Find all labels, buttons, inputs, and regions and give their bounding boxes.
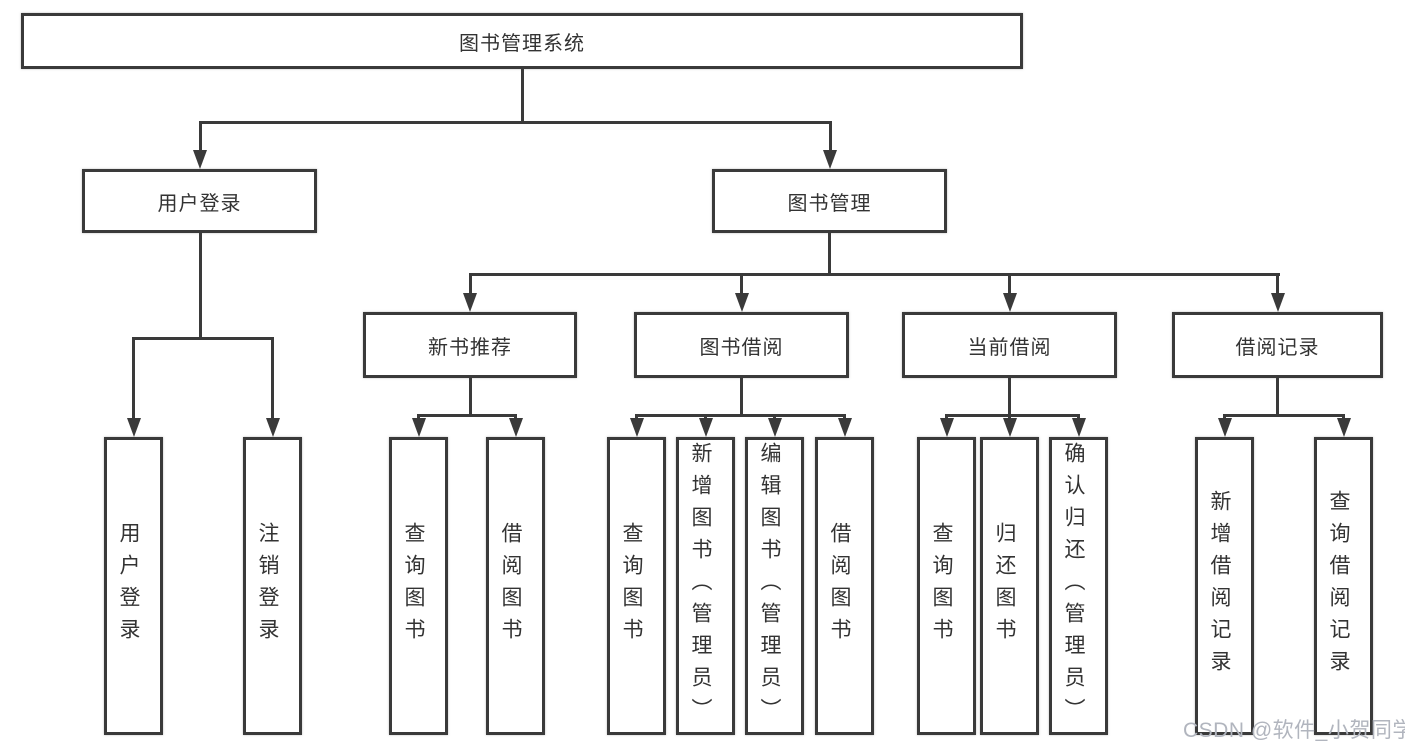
leaf-edit-books-admin: 编辑图书（管理员） <box>745 437 804 735</box>
connector-records-drop-1 <box>1223 414 1226 419</box>
leaf-logout-label: 注销登录 <box>256 522 279 650</box>
connector-borrowing-drop-1 <box>635 414 638 419</box>
arrowhead-book-management <box>823 150 837 169</box>
connector-mgmt-drop-3 <box>1008 273 1011 293</box>
arrowhead-borrow-books <box>837 418 852 437</box>
node-root: 图书管理系统 <box>21 13 1023 69</box>
connector-root-left-drop <box>198 121 202 150</box>
connector-current-drop-1 <box>945 414 948 419</box>
leaf-borrow-books: 借阅图书 <box>815 437 874 735</box>
arrowhead-edit-books-admin <box>767 418 782 437</box>
connector-user-drop-2 <box>271 337 274 418</box>
arrowhead-query-borrowing-record <box>1336 418 1351 437</box>
connector-mgmt-stem <box>828 233 831 273</box>
leaf-add-borrowing-record-label: 新增借阅记录 <box>1208 490 1231 682</box>
connector-current-drop-3 <box>1077 414 1080 419</box>
arrowhead-confirm-return-admin <box>1071 418 1086 437</box>
connector-recommend-drop-2 <box>514 414 517 419</box>
connector-records-stem <box>1276 378 1279 414</box>
leaf-confirm-return-admin: 确认归还（管理员） <box>1049 437 1108 735</box>
node-user-login: 用户登录 <box>82 169 317 233</box>
node-user-login-label: 用户登录 <box>157 192 242 215</box>
leaf-query-books-borrowing: 查询图书 <box>607 437 666 735</box>
arrowhead-leaf-user-login <box>126 418 141 437</box>
arrowhead-current-borrowing <box>1002 293 1017 312</box>
leaf-edit-books-admin-label: 编辑图书（管理员） <box>758 442 781 730</box>
arrowhead-add-borrowing-record <box>1217 418 1232 437</box>
leaf-add-borrowing-record: 新增借阅记录 <box>1195 437 1254 735</box>
connector-current-drop-2 <box>1008 414 1011 419</box>
connector-recommend-bar <box>417 414 517 417</box>
connector-borrowing-drop-4 <box>843 414 846 419</box>
leaf-query-books-current-label: 查询图书 <box>930 522 953 650</box>
arrowhead-leaf-logout <box>265 418 280 437</box>
connector-borrowing-drop-2 <box>704 414 707 419</box>
leaf-query-borrowing-record: 查询借阅记录 <box>1314 437 1373 735</box>
node-root-label: 图书管理系统 <box>459 32 585 55</box>
leaf-borrow-books-recommend-label: 借阅图书 <box>499 522 522 650</box>
node-current-borrowing-label: 当前借阅 <box>967 336 1052 359</box>
connector-mgmt-drop-1 <box>468 273 472 293</box>
connector-current-stem <box>1008 378 1011 414</box>
connector-recommend-stem <box>468 378 472 414</box>
leaf-user-login-label: 用户登录 <box>117 522 140 650</box>
connector-user-stem <box>198 233 202 337</box>
leaf-add-books-admin-label: 新增图书（管理员） <box>689 442 712 730</box>
connector-user-bar <box>132 337 274 340</box>
connector-borrowing-bar <box>635 414 846 417</box>
node-book-management: 图书管理 <box>712 169 947 233</box>
arrowhead-new-book-recommend <box>463 293 477 312</box>
connector-user-drop-1 <box>132 337 135 418</box>
csdn-watermark: CSDN @软件_小贺同学 <box>1183 719 1405 742</box>
node-current-borrowing: 当前借阅 <box>902 312 1117 378</box>
node-new-book-recommend-label: 新书推荐 <box>428 336 512 359</box>
leaf-query-books-current: 查询图书 <box>917 437 976 735</box>
leaf-return-books: 归还图书 <box>980 437 1039 735</box>
connector-borrowing-drop-3 <box>773 414 776 419</box>
leaf-borrow-books-label: 借阅图书 <box>828 522 851 650</box>
arrowhead-book-borrowing <box>734 293 749 312</box>
connector-mgmt-bar <box>468 273 1280 276</box>
arrowhead-user-login <box>193 150 207 169</box>
connector-borrowing-stem <box>740 378 743 414</box>
arrowhead-return-books <box>1002 418 1017 437</box>
node-book-borrowing-label: 图书借阅 <box>699 336 784 359</box>
node-book-management-label: 图书管理 <box>787 192 872 215</box>
leaf-logout: 注销登录 <box>243 437 302 735</box>
leaf-query-books-recommend-label: 查询图书 <box>402 522 425 650</box>
node-borrowing-records-label: 借阅记录 <box>1235 336 1320 359</box>
arrowhead-query-books-recommend <box>411 418 426 437</box>
connector-root-bar <box>198 121 832 124</box>
leaf-query-borrowing-record-label: 查询借阅记录 <box>1327 490 1350 682</box>
connector-recommend-drop-1 <box>417 414 420 419</box>
arrowhead-query-books-borrowing <box>629 418 644 437</box>
connector-current-bar <box>945 414 1080 417</box>
node-new-book-recommend: 新书推荐 <box>363 312 577 378</box>
leaf-borrow-books-recommend: 借阅图书 <box>486 437 545 735</box>
connector-records-drop-2 <box>1342 414 1345 419</box>
connector-root-right-drop <box>828 121 832 150</box>
arrowhead-query-books-current <box>939 418 954 437</box>
leaf-confirm-return-admin-label: 确认归还（管理员） <box>1062 442 1085 730</box>
leaf-user-login: 用户登录 <box>104 437 163 735</box>
arrowhead-add-books-admin <box>698 418 713 437</box>
arrowhead-borrow-books-recommend <box>508 418 523 437</box>
leaf-add-books-admin: 新增图书（管理员） <box>676 437 735 735</box>
connector-root-stem <box>520 69 524 121</box>
connector-mgmt-drop-4 <box>1276 273 1279 293</box>
leaf-return-books-label: 归还图书 <box>993 522 1016 650</box>
connector-mgmt-drop-2 <box>740 273 743 293</box>
leaf-query-books-recommend: 查询图书 <box>389 437 448 735</box>
leaf-query-books-borrowing-label: 查询图书 <box>620 522 643 650</box>
arrowhead-borrowing-records <box>1270 293 1285 312</box>
connector-records-bar <box>1223 414 1345 417</box>
node-borrowing-records: 借阅记录 <box>1172 312 1383 378</box>
node-book-borrowing: 图书借阅 <box>634 312 849 378</box>
